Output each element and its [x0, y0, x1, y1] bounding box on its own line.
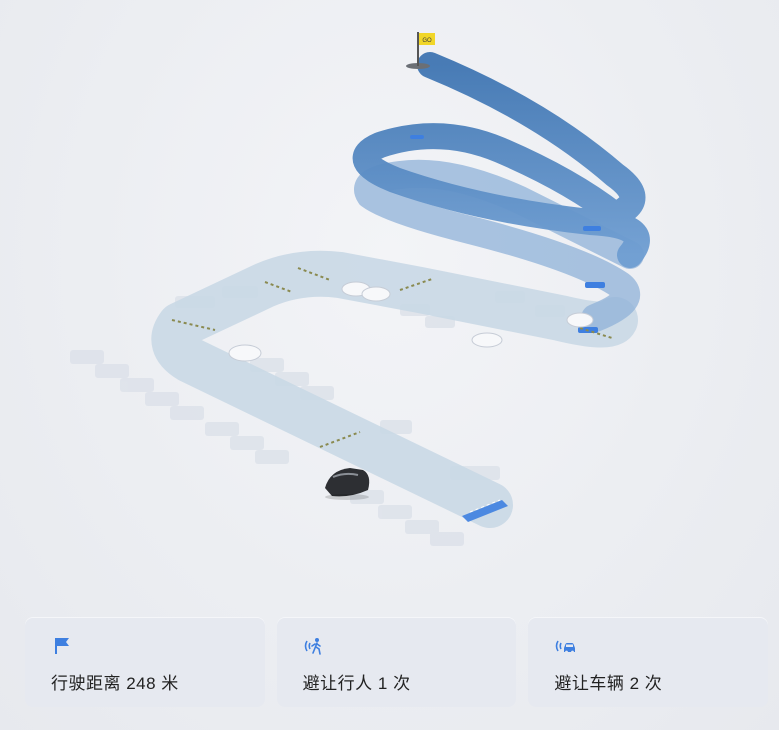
destination-badge: GO	[422, 38, 432, 44]
stat-card-distance: 行驶距离 248 米	[25, 617, 265, 707]
ramp-upper	[352, 52, 650, 268]
destination-flag-icon: GO	[406, 32, 435, 69]
parked-cars	[228, 281, 594, 362]
parking-lot-map: GO	[70, 32, 650, 546]
lane-barriers	[171, 267, 613, 448]
stat-label: 行驶距离 248 米	[51, 674, 179, 693]
flag-icon	[55, 638, 69, 654]
vehicle-yield-icon	[556, 640, 576, 654]
driving-lane	[151, 250, 638, 528]
pedestrian-yield-icon	[304, 638, 321, 655]
stat-card-vehicle: 避让车辆 2 次	[528, 617, 769, 707]
stat-label: 避让车辆 2 次	[554, 674, 663, 693]
stat-label: 避让行人 1 次	[302, 674, 411, 693]
target-parking-marker	[462, 499, 508, 522]
stats-panel: 行驶距离 248 米 避让行人 1 次 避让车辆 2 次	[25, 617, 769, 707]
ramp-markers	[410, 135, 605, 333]
stat-card-pedestrian: 避让行人 1 次	[276, 617, 517, 707]
ego-vehicle-icon	[325, 468, 370, 500]
